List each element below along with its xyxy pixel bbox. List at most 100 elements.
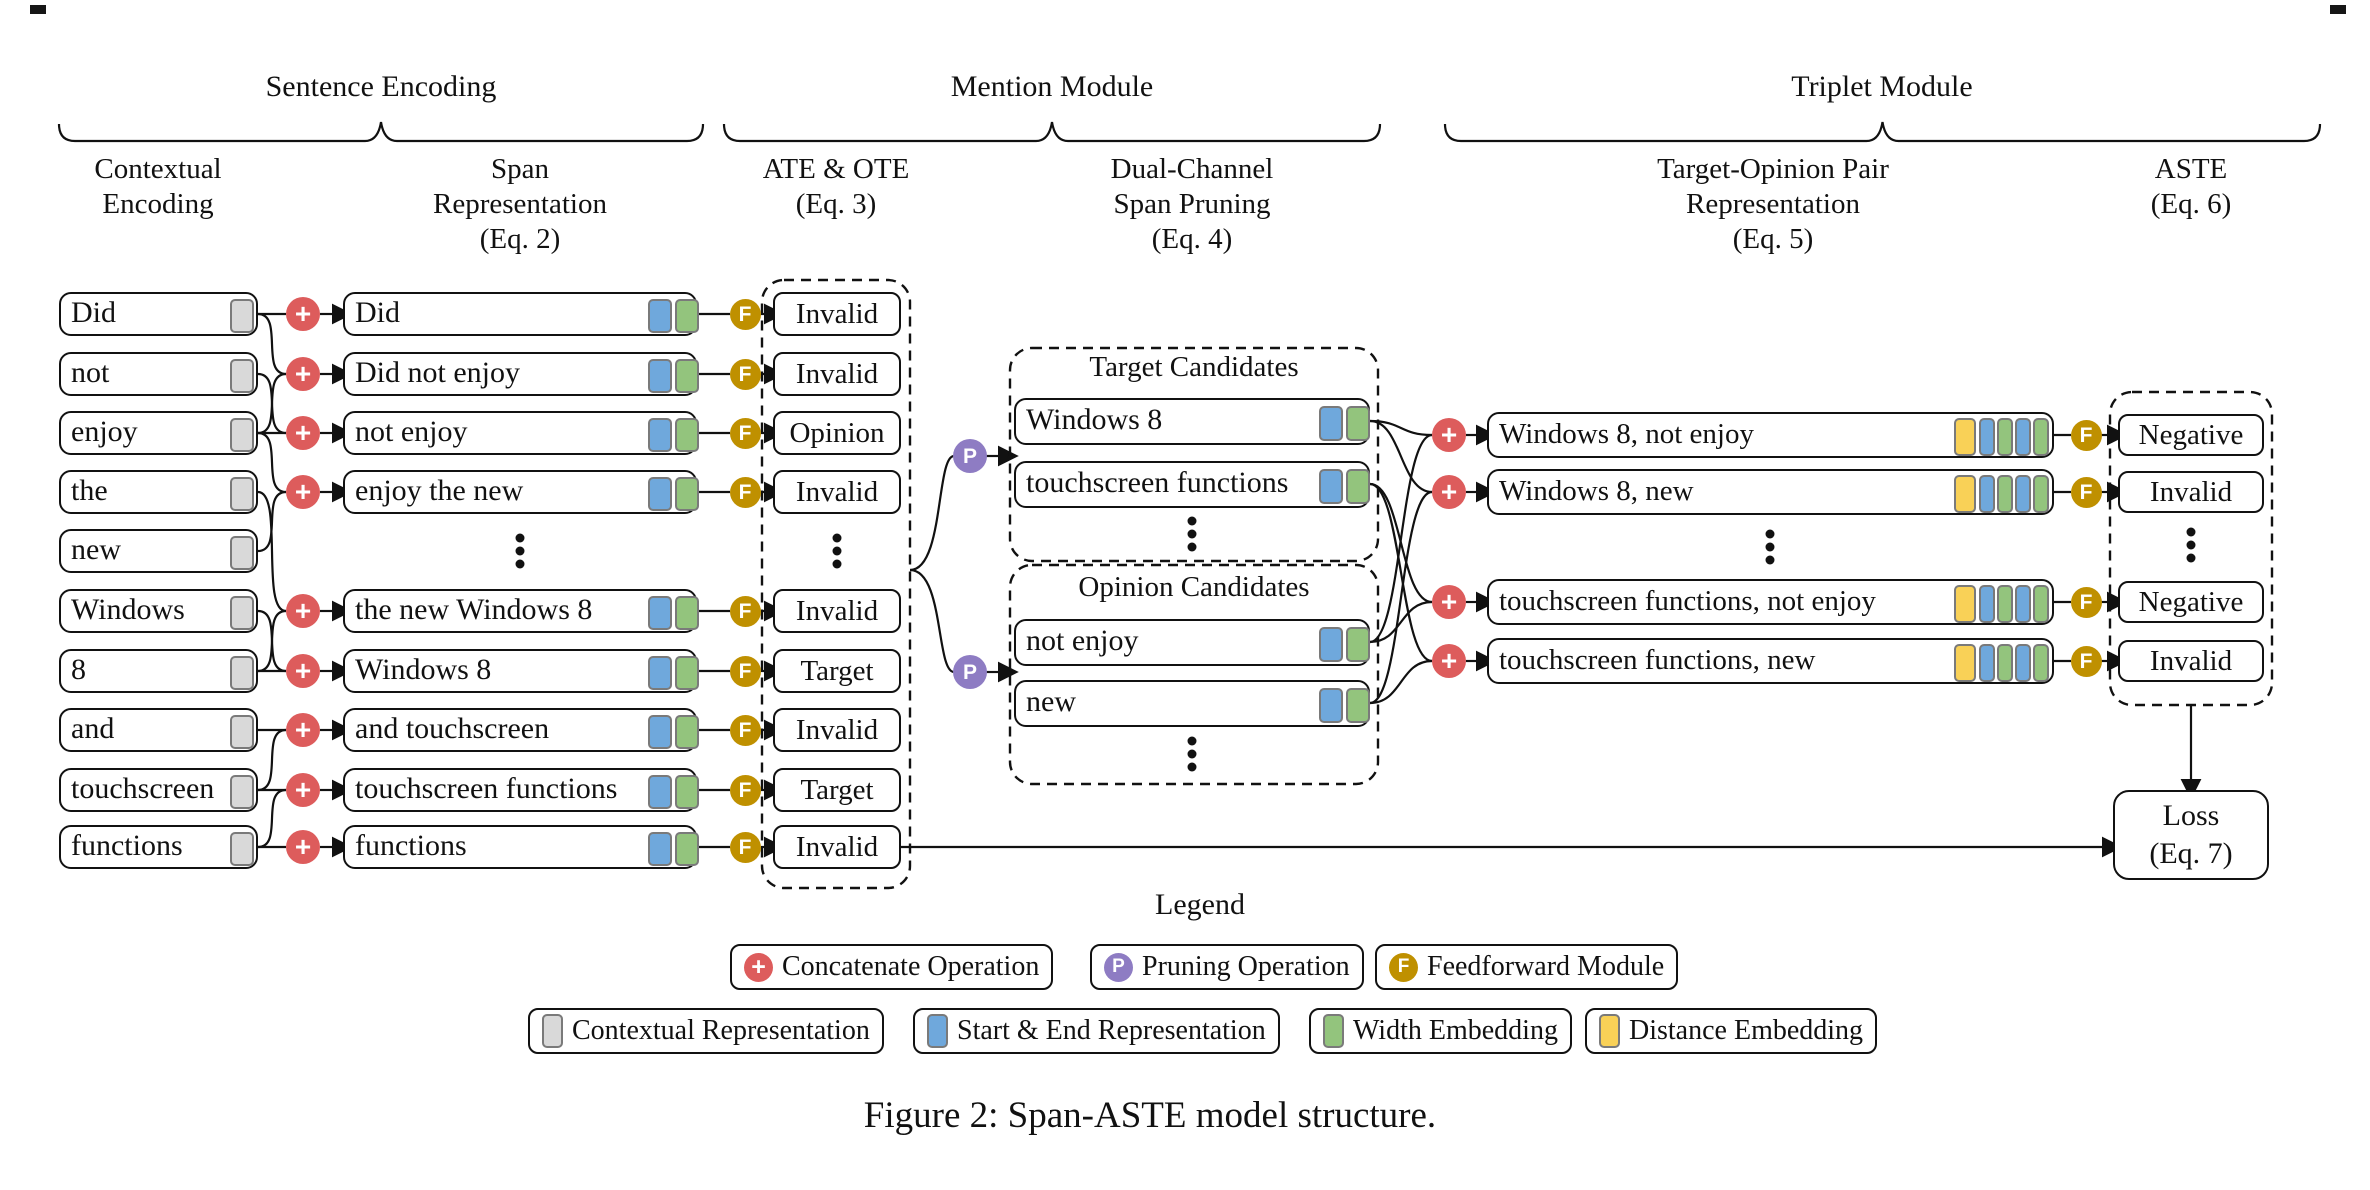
token-text: functions <box>71 829 183 862</box>
legend-item: Width Embedding <box>1309 1008 1572 1054</box>
width-embedding-chip <box>1346 687 1370 723</box>
concat-icon: + <box>1432 585 1466 619</box>
feedforward-icon: F <box>729 774 761 806</box>
ellipsis-dots <box>1187 516 1197 526</box>
pair-box: touchscreen functions, new <box>1487 638 2054 684</box>
width-embedding-chip <box>1346 405 1370 441</box>
legend-label: Distance Embedding <box>1629 1015 1864 1046</box>
distance-chip <box>1599 1014 1620 1048</box>
width-embedding-chip <box>675 359 699 393</box>
span-text: touchscreen functions <box>355 772 618 805</box>
width-embedding-chip <box>675 715 699 749</box>
width-embedding-chip <box>675 596 699 630</box>
start-end-chip <box>648 418 672 452</box>
width-embedding-chip <box>675 477 699 511</box>
distance-chip <box>1954 418 1976 456</box>
span-text: Did <box>355 296 400 329</box>
token-box: enjoy <box>59 411 258 455</box>
feedforward-icon: F <box>729 358 761 390</box>
width-chip <box>1997 644 2013 682</box>
token-text: Windows <box>71 593 185 626</box>
width-embedding-chip <box>675 656 699 690</box>
candidate-text: Windows 8 <box>1026 403 1163 436</box>
startend-chip <box>1979 475 1995 513</box>
column-header-line: (Eq. 3) <box>795 188 877 220</box>
token-box: the <box>59 470 258 514</box>
contextual-representation-chip <box>230 418 254 452</box>
module-header-0: Sentence Encoding <box>265 70 497 103</box>
token-box: new <box>59 529 258 573</box>
candidate-text: touchscreen functions <box>1026 466 1289 499</box>
pair-box: Windows 8, new <box>1487 469 2054 515</box>
width-embedding-chip <box>675 418 699 452</box>
span-label: Invalid <box>795 357 879 390</box>
feedforward-icon: F <box>729 595 761 627</box>
ellipsis-dots <box>1187 749 1197 759</box>
candidate-box: new <box>1014 679 1370 727</box>
column-header-line: Contextual <box>94 153 222 185</box>
prune-icon: P <box>953 439 987 473</box>
module-header-1: Mention Module <box>950 70 1154 103</box>
column-header-line: Dual-Channel <box>1110 153 1274 185</box>
column-header-line: Target-Opinion Pair <box>1657 153 1889 185</box>
span-label: Invalid <box>795 830 879 863</box>
ellipsis-dots <box>1765 542 1775 552</box>
distance-chip <box>1954 644 1976 682</box>
loss-box: Loss(Eq. 7) <box>2113 790 2269 880</box>
candidate-text: not enjoy <box>1026 624 1139 657</box>
span-box: Did not enjoy <box>343 352 699 396</box>
width-embedding-chip <box>675 832 699 866</box>
aste-label: Invalid <box>2149 475 2233 508</box>
span-label: Target <box>800 773 874 806</box>
column-header-2: ATE & OTE(Eq. 3) <box>626 152 1046 222</box>
contextual-representation-chip <box>230 359 254 393</box>
concat-icon: + <box>286 773 320 807</box>
candidate-box: Windows 8 <box>1014 397 1370 445</box>
feedforward-icon: F <box>2070 476 2102 508</box>
width-chip <box>1997 475 2013 513</box>
pair-text: Windows 8, new <box>1499 474 1694 507</box>
width-chip <box>1997 418 2013 456</box>
loss-text: Loss(Eq. 7) <box>2115 792 2267 878</box>
token-box: touchscreen <box>59 768 258 812</box>
span-label: Target <box>800 654 874 687</box>
ellipsis-dots <box>832 546 842 556</box>
width-embedding-chip <box>1346 626 1370 662</box>
aste-label: Negative <box>2138 418 2244 451</box>
startend-chip <box>2015 475 2031 513</box>
start-end-chip <box>648 775 672 809</box>
span-label: Opinion <box>789 416 885 449</box>
legend-label: Start & End Representation <box>957 1015 1266 1046</box>
column-header-line: (Eq. 2) <box>479 223 561 255</box>
column-header-line: Representation <box>433 188 607 220</box>
concat-icon: + <box>286 416 320 450</box>
feedforward-icon: F <box>729 417 761 449</box>
contextual-representation-chip <box>230 536 254 570</box>
ellipsis-dots <box>1187 736 1197 746</box>
span-box: not enjoy <box>343 411 699 455</box>
start-end-chip <box>1319 468 1343 504</box>
column-header-line: (Eq. 5) <box>1732 223 1814 255</box>
aste-label-box: Negative <box>2118 581 2264 623</box>
span-label-box: Invalid <box>773 292 901 336</box>
page-corner-mark <box>30 5 46 14</box>
start-end-chip <box>648 299 672 333</box>
token-text: the <box>71 474 108 507</box>
span-text: not enjoy <box>355 415 468 448</box>
span-label-box: Invalid <box>773 470 901 514</box>
width-chip <box>2033 585 2049 623</box>
ellipsis-dots <box>2186 527 2196 537</box>
concat-icon: + <box>1432 644 1466 678</box>
loss-line: (Eq. 7) <box>2149 837 2233 870</box>
distance-chip <box>1954 475 1976 513</box>
token-box: Did <box>59 292 258 336</box>
contextual-representation-chip <box>230 596 254 630</box>
span-text: and touchscreen <box>355 712 550 745</box>
span-text: the new Windows 8 <box>355 593 593 626</box>
column-header-line: Span <box>491 153 549 185</box>
token-text: and <box>71 712 115 745</box>
width-chip <box>2033 644 2049 682</box>
